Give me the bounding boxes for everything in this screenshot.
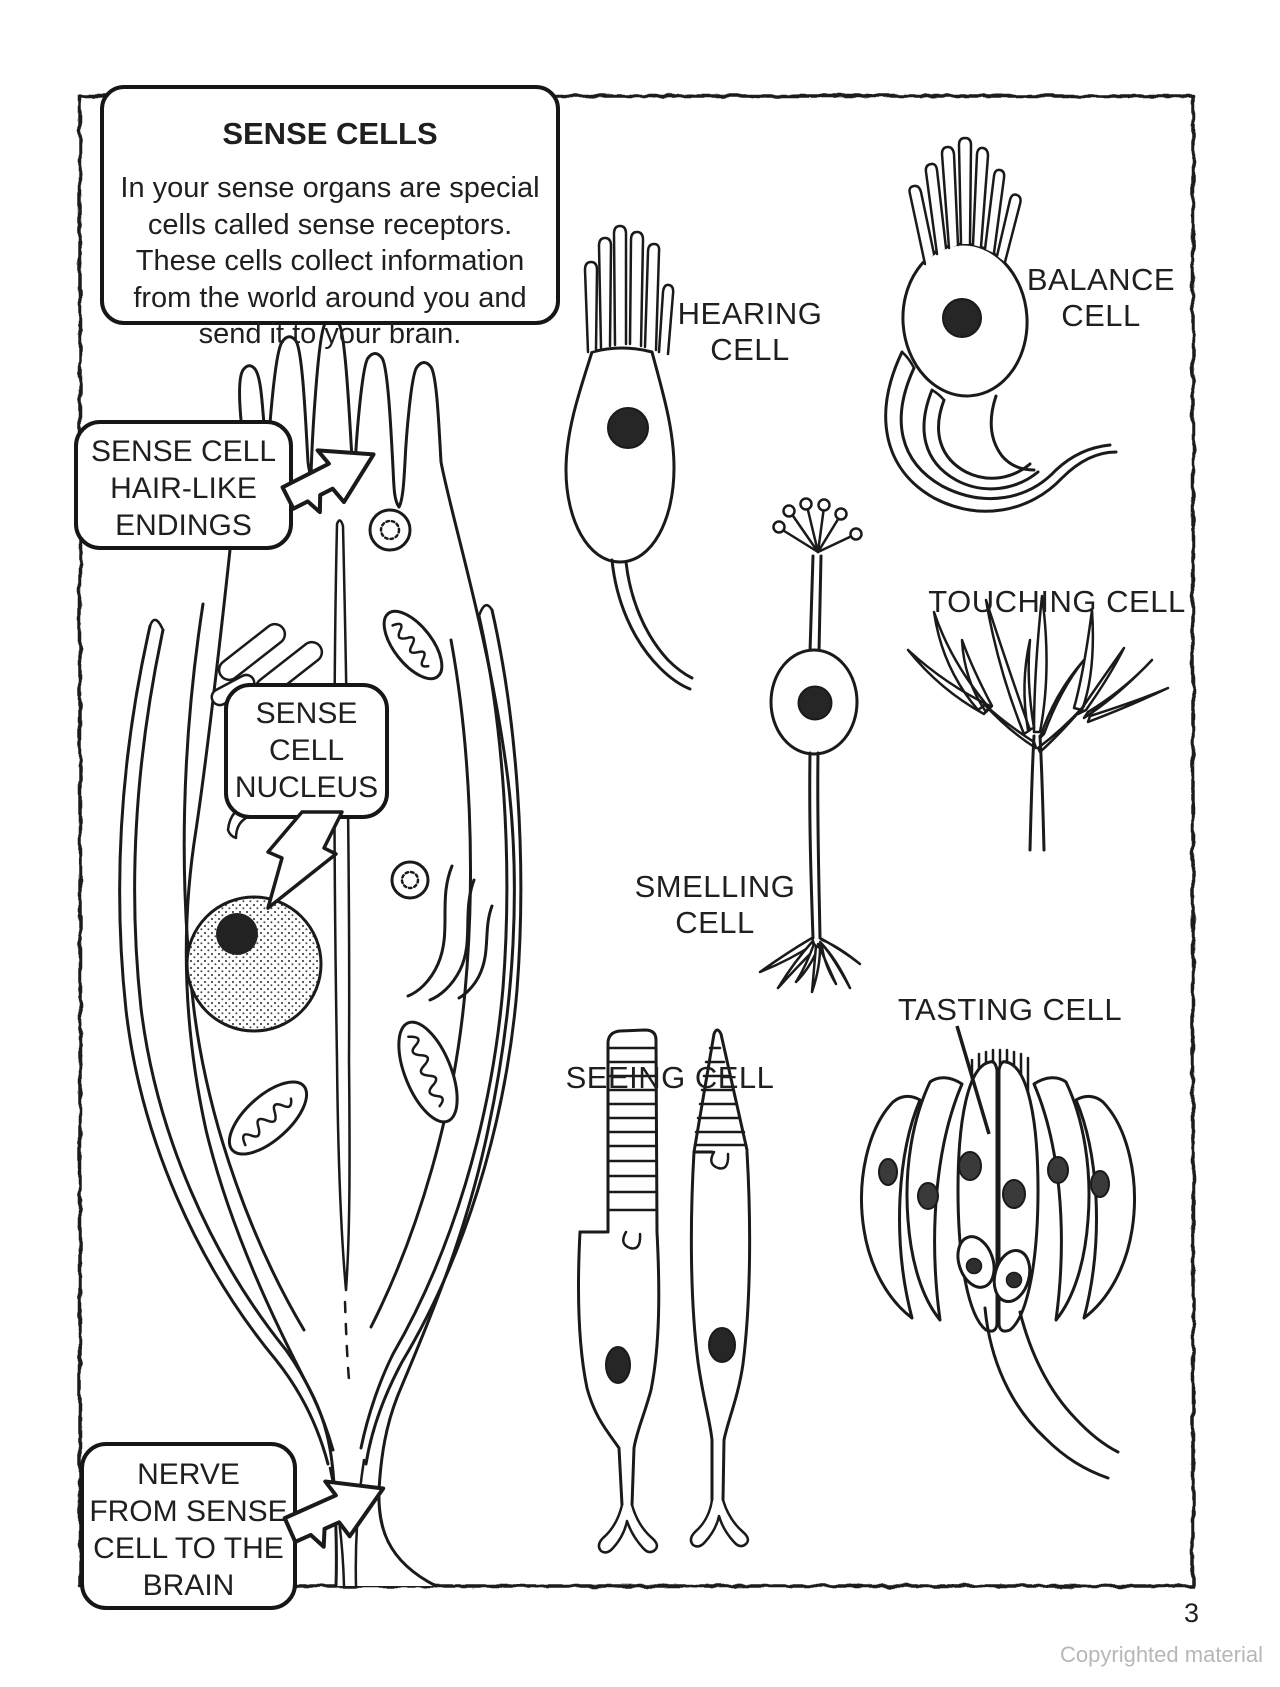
smelling-cell-drawing [758,497,863,994]
smelling-roots [758,936,862,994]
cell-nucleus [185,895,323,1033]
watermark: Copyrighted material [1060,1642,1263,1667]
touching-cell-drawing [906,594,1170,852]
hearing-hairs [583,224,675,356]
callout-nerve: NERVE FROM SENSE CELL TO THE BRAIN [80,1442,297,1610]
callout-nucleus: SENSE CELL NUCLEUS [224,683,389,819]
tasting-nuclei [878,1151,1110,1210]
hearing-cell-drawing [564,224,694,691]
balance-cell-label: BALANCE CELL [1026,262,1176,333]
hearing-cell-label: HEARING CELL [677,296,823,367]
balance-hairs [908,136,1022,266]
callout-hair-endings: SENSE CELL HAIR-LIKE ENDINGS [74,420,293,550]
balance-cell-drawing [884,136,1118,513]
tasting-cell-label: TASTING CELL [897,992,1123,1027]
page-number: 3 [1184,1598,1200,1628]
smelling-cell-label: SMELLING CELL [634,869,796,940]
seeing-cell-drawing [576,1028,752,1554]
organelles [210,508,494,1156]
seeing-cell-label: SEEING CELL [565,1060,775,1095]
touching-cell-label: TOUCHING CELL [928,584,1186,619]
balance-nerve-fibers [884,350,1118,513]
page-border [78,94,1195,1588]
intro-box: SENSE CELLS In your sense organs are spe… [100,85,560,350]
smelling-cilia [772,497,863,554]
tasting-basal-cells [956,1235,1032,1303]
rod-stripes [607,1046,658,1212]
page-title: SENSE CELLS [222,116,438,151]
tasting-cell-drawing [860,1048,1136,1480]
cone-stripes [693,1046,748,1147]
intro-text: In your sense organs are special cells c… [120,172,540,350]
